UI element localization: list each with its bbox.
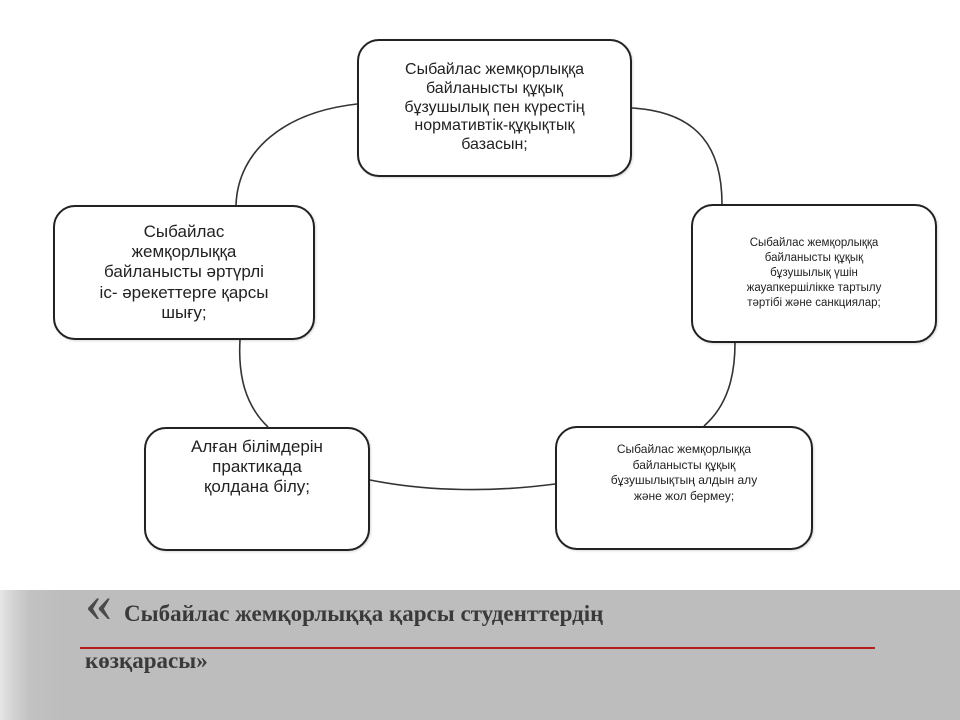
title-banner-gradient bbox=[0, 590, 960, 720]
node-prevention: Сыбайлас жемқорлыққа байланысты құқық бұ… bbox=[555, 426, 813, 550]
connector-bottomleft-left bbox=[238, 339, 269, 428]
title-underline bbox=[80, 647, 875, 649]
connector-left-top bbox=[235, 103, 358, 206]
node-liability-sanctions-text: Сыбайлас жемқорлыққа байланысты құқық бұ… bbox=[746, 237, 882, 309]
slide-title-line2: көзқарасы» bbox=[85, 648, 208, 673]
title-open-quote: « bbox=[85, 573, 112, 633]
cycle-connectors bbox=[235, 103, 736, 491]
node-liability-sanctions: Сыбайлас жемқорлыққа байланысты құқық бұ… bbox=[691, 204, 937, 343]
slide-title-line1: Сыбайлас жемқорлыққа қарсы студенттердің bbox=[124, 601, 604, 626]
node-prevention-text: Сыбайлас жемқорлыққа байланысты құқық бұ… bbox=[610, 442, 758, 503]
connector-top-right bbox=[631, 107, 723, 205]
node-legal-framework-text: Сыбайлас жемқорлыққа байланысты құқық бұ… bbox=[404, 60, 585, 154]
node-apply-knowledge-text: Алған білімдерін практикада қолдана білу… bbox=[191, 437, 323, 497]
connector-bottomright-bottomleft bbox=[369, 479, 556, 491]
node-oppose-actions-text: Сыбайлас жемқорлыққа байланысты әртүрлі … bbox=[99, 222, 269, 322]
node-oppose-actions: Сыбайлас жемқорлыққа байланысты әртүрлі … bbox=[53, 205, 315, 340]
connector-right-bottomright bbox=[703, 342, 736, 427]
node-legal-framework: Сыбайлас жемқорлыққа байланысты құқық бұ… bbox=[357, 39, 632, 177]
node-apply-knowledge: Алған білімдерін практикада қолдана білу… bbox=[144, 427, 370, 551]
